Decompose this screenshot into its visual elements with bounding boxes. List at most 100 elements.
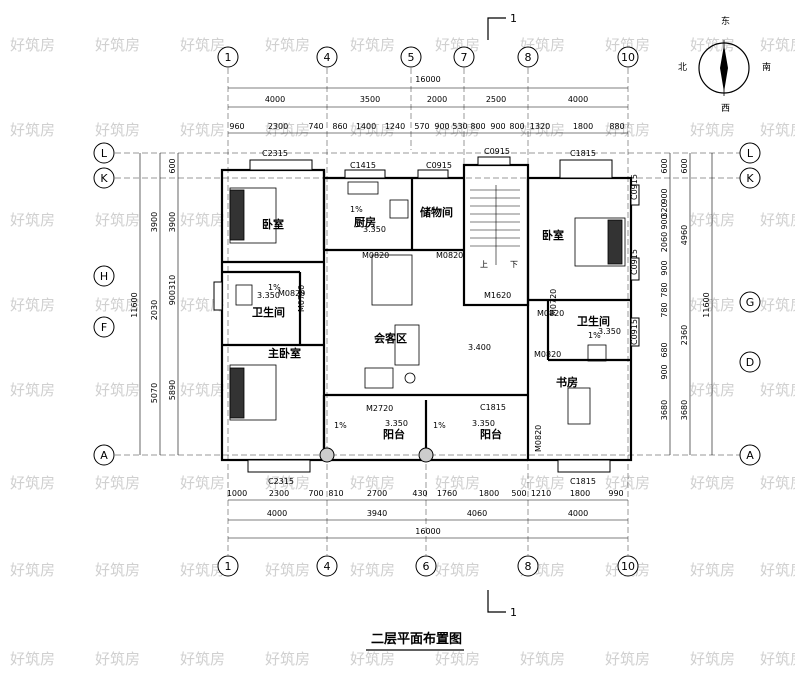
level-bath-west: 3.350 <box>257 291 280 300</box>
watermark-text: 好筑房 <box>10 561 55 579</box>
watermark-text: 好筑房 <box>690 381 735 399</box>
dim-top-row2: 2300 <box>268 122 288 131</box>
dim-top-row1: 3500 <box>360 95 380 104</box>
dining-table <box>371 254 413 306</box>
dim-left-inner: 3900 <box>168 212 177 232</box>
watermark-text: 好筑房 <box>10 211 55 229</box>
dim-bottom-total: 16000 <box>415 527 440 536</box>
axis-bubble-top <box>400 46 422 68</box>
watermark-text: 好筑房 <box>265 474 310 492</box>
dim-top-row2: 800 <box>509 122 524 131</box>
dim-bottom-row1: 700 <box>308 489 323 498</box>
watermark-text: 好筑房 <box>180 561 225 579</box>
watermark-text: 好筑房 <box>180 650 225 668</box>
toilet-west <box>235 284 253 306</box>
drawing-title: 二层平面布置图 <box>371 631 462 647</box>
watermark-text: 好筑房 <box>435 474 480 492</box>
window-label: C2315 <box>262 149 288 158</box>
watermark-text: 好筑房 <box>520 474 565 492</box>
watermark-text: 好筑房 <box>350 121 395 139</box>
axis-label-top: 5 <box>408 51 415 64</box>
dim-top-row2: 570 <box>414 122 429 131</box>
axis-bubble-right <box>739 142 761 164</box>
axis-bubble-top <box>617 46 639 68</box>
stair-down-label: 下 <box>510 260 518 269</box>
section-mark-bottom: 1 <box>487 590 517 619</box>
axis-bubble-bottom <box>415 555 437 577</box>
watermark-text: 好筑房 <box>690 36 735 54</box>
dim-left-outer: 3900 <box>150 212 159 232</box>
door-label: M2720 <box>366 404 393 413</box>
armchair <box>364 367 394 389</box>
dim-right-inner: 320 <box>660 202 669 217</box>
columns <box>319 447 434 463</box>
axis-label-bottom: 1 <box>225 560 232 573</box>
counter <box>347 181 379 195</box>
dim-right-inner: 900 <box>660 364 669 379</box>
watermark-text: 好筑房 <box>95 121 140 139</box>
stair-treads <box>470 185 520 265</box>
watermark-text: 好筑房 <box>760 121 795 139</box>
dim-top-row1: 4000 <box>568 95 588 104</box>
door-label: M0820 <box>278 289 305 298</box>
dim-top-row1: 2000 <box>427 95 447 104</box>
level-kitchen: 3.350 <box>363 225 386 234</box>
dim-bottom-row1: 2700 <box>367 489 387 498</box>
dim-top-row1: 2500 <box>486 95 506 104</box>
dim-top-row2: 740 <box>308 122 323 131</box>
window-label: C1815 <box>570 477 596 486</box>
watermark-text: 好筑房 <box>605 474 650 492</box>
axis-bubble-top <box>517 46 539 68</box>
watermark-text: 好筑房 <box>690 211 735 229</box>
watermark-text: 好筑房 <box>95 474 140 492</box>
axis-bubble-top <box>217 46 239 68</box>
dim-top-row2: 860 <box>332 122 347 131</box>
room-labels: 卧室 厨房 储物间 卧室 卫生间 主卧室 会客区 卫生间 书房 阳台 阳台 <box>252 205 610 441</box>
axis-label-bottom: 8 <box>525 560 532 573</box>
axis-label-left: K <box>100 172 108 185</box>
grid-lines <box>115 68 745 555</box>
dimension-lines <box>139 87 713 539</box>
window-label: C1415 <box>350 161 376 170</box>
slope-balcony-2: 1% <box>433 421 446 430</box>
watermark-text: 好筑房 <box>760 474 795 492</box>
axis-label-bottom: 4 <box>324 560 331 573</box>
door-label: M1620 <box>484 291 511 300</box>
dim-right-inner: 780 <box>660 302 669 317</box>
slope-marks: 1% 1% 1% 1% 1% <box>268 205 601 430</box>
door-label: M0720 <box>297 285 306 312</box>
dim-left-inner: 900310 <box>168 275 177 306</box>
compass-rose: 东 北 南 西 <box>678 15 771 114</box>
axis-label-left: F <box>101 321 107 334</box>
axis-bubble-right <box>739 291 761 313</box>
fridge <box>389 199 409 219</box>
room-master: 主卧室 <box>268 346 301 360</box>
axis-bubble-top <box>453 46 475 68</box>
watermark-text: 好筑房 <box>265 121 310 139</box>
room-balcony-1: 阳台 <box>383 427 405 441</box>
bed-ne <box>574 217 626 267</box>
watermark-text: 好筑房 <box>350 650 395 668</box>
axis-label-left: A <box>100 449 108 462</box>
dim-bottom-row2: 4060 <box>467 509 487 518</box>
watermark-text: 好筑房 <box>690 561 735 579</box>
room-bath-west: 卫生间 <box>252 305 285 319</box>
watermark-text: 好筑房 <box>605 650 650 668</box>
slope-balcony-1: 1% <box>334 421 347 430</box>
door-label: M0720 <box>549 289 558 316</box>
watermark-text: 好筑房 <box>180 474 225 492</box>
axis-label-top: 1 <box>225 51 232 64</box>
dim-left-inner: 5890 <box>168 380 177 400</box>
desk <box>567 387 591 425</box>
window-label: C0915 <box>426 161 452 170</box>
window-label: C2315 <box>268 477 294 486</box>
window-label: C0915 <box>630 319 639 345</box>
watermark-text: 好筑房 <box>760 36 795 54</box>
watermark-text: 好筑房 <box>95 650 140 668</box>
watermark-text: 好筑房 <box>605 121 650 139</box>
dim-right-inner: 3680 <box>660 400 669 420</box>
dim-bottom-row1: 810 <box>328 489 343 498</box>
watermark-text: 好筑房 <box>95 561 140 579</box>
